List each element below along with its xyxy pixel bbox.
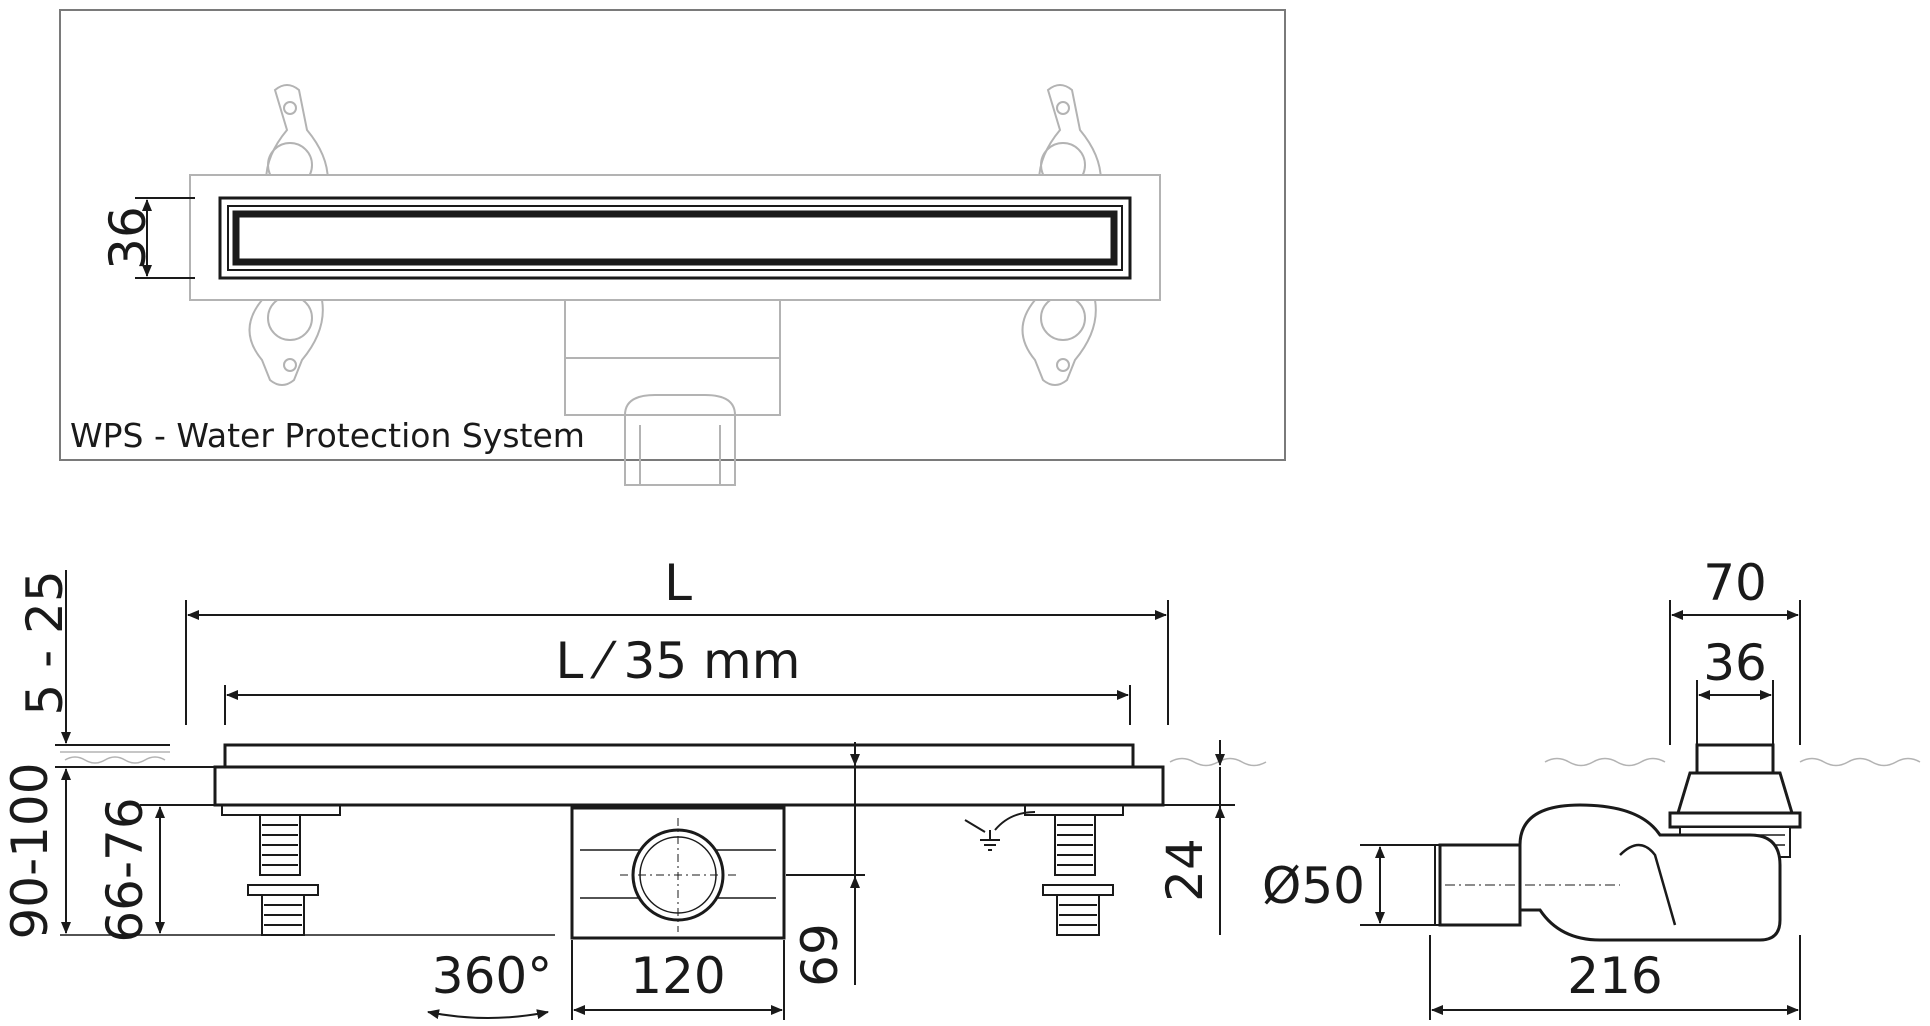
dimension-inner-width-label: 36 [1703, 634, 1767, 692]
floor-line-right [1169, 757, 1267, 767]
dimension-total-height-label: 90-100 [1, 762, 59, 939]
ground-symbol-icon [964, 811, 1036, 851]
dimension-top-width [1669, 600, 1801, 745]
side-view: 70 36 Ø50 216 [1262, 554, 1921, 1020]
rotation-label: 360° [432, 947, 552, 1005]
dimension-length [185, 600, 1169, 725]
dimension-foot-height-label: 66-76 [96, 797, 154, 942]
dimension-pipe-diameter-label: Ø50 [1262, 857, 1365, 915]
dimension-total-depth-label: 216 [1567, 947, 1662, 1005]
dimension-inner-width [1696, 680, 1774, 745]
dimension-total-depth [1429, 935, 1801, 1020]
dimension-36-top [135, 197, 195, 279]
dimension-top-width-label: 70 [1703, 554, 1767, 612]
outlet-box-outline [564, 299, 781, 486]
adjustable-foot-right [1042, 814, 1114, 936]
dimension-36-top-label: 36 [99, 206, 157, 270]
rotation-arrow-icon [427, 1009, 549, 1020]
siphon-body [1434, 743, 1802, 942]
dimension-lip-height-label: 24 [1156, 838, 1214, 902]
grate-slot [218, 196, 1132, 280]
dimension-outlet-height [786, 742, 865, 985]
dimension-adjust-top-label: 5 - 25 [16, 570, 74, 715]
dimension-outlet-width-label: 120 [630, 947, 725, 1005]
dimension-grate-length [224, 685, 1131, 725]
dimension-outlet-width [571, 940, 785, 1020]
floor-line-left [60, 751, 170, 764]
adjustable-foot-left [247, 814, 319, 936]
dimension-adjust-top [55, 570, 170, 746]
dimension-total-height [55, 766, 225, 934]
dimension-grate-length-label: L ⁄ 35 mm [556, 632, 801, 690]
dimension-outlet-height-label: 69 [791, 923, 849, 987]
front-view: L L ⁄ 35 mm 5 - 25 90-100 66-76 [1, 554, 1267, 1020]
dimension-lip-height [1163, 740, 1235, 935]
top-view: 36 WPS - Water Protection System [59, 9, 1286, 486]
channel-body-outline [189, 174, 1161, 301]
floor-line-side [1544, 757, 1921, 767]
dimension-length-label: L [664, 554, 692, 612]
wps-caption: WPS - Water Protection System [70, 416, 585, 455]
outlet-box [570, 806, 786, 940]
channel-body [213, 743, 1165, 816]
dimension-pipe-diameter [1360, 844, 1440, 926]
dimension-foot-height [140, 804, 222, 934]
